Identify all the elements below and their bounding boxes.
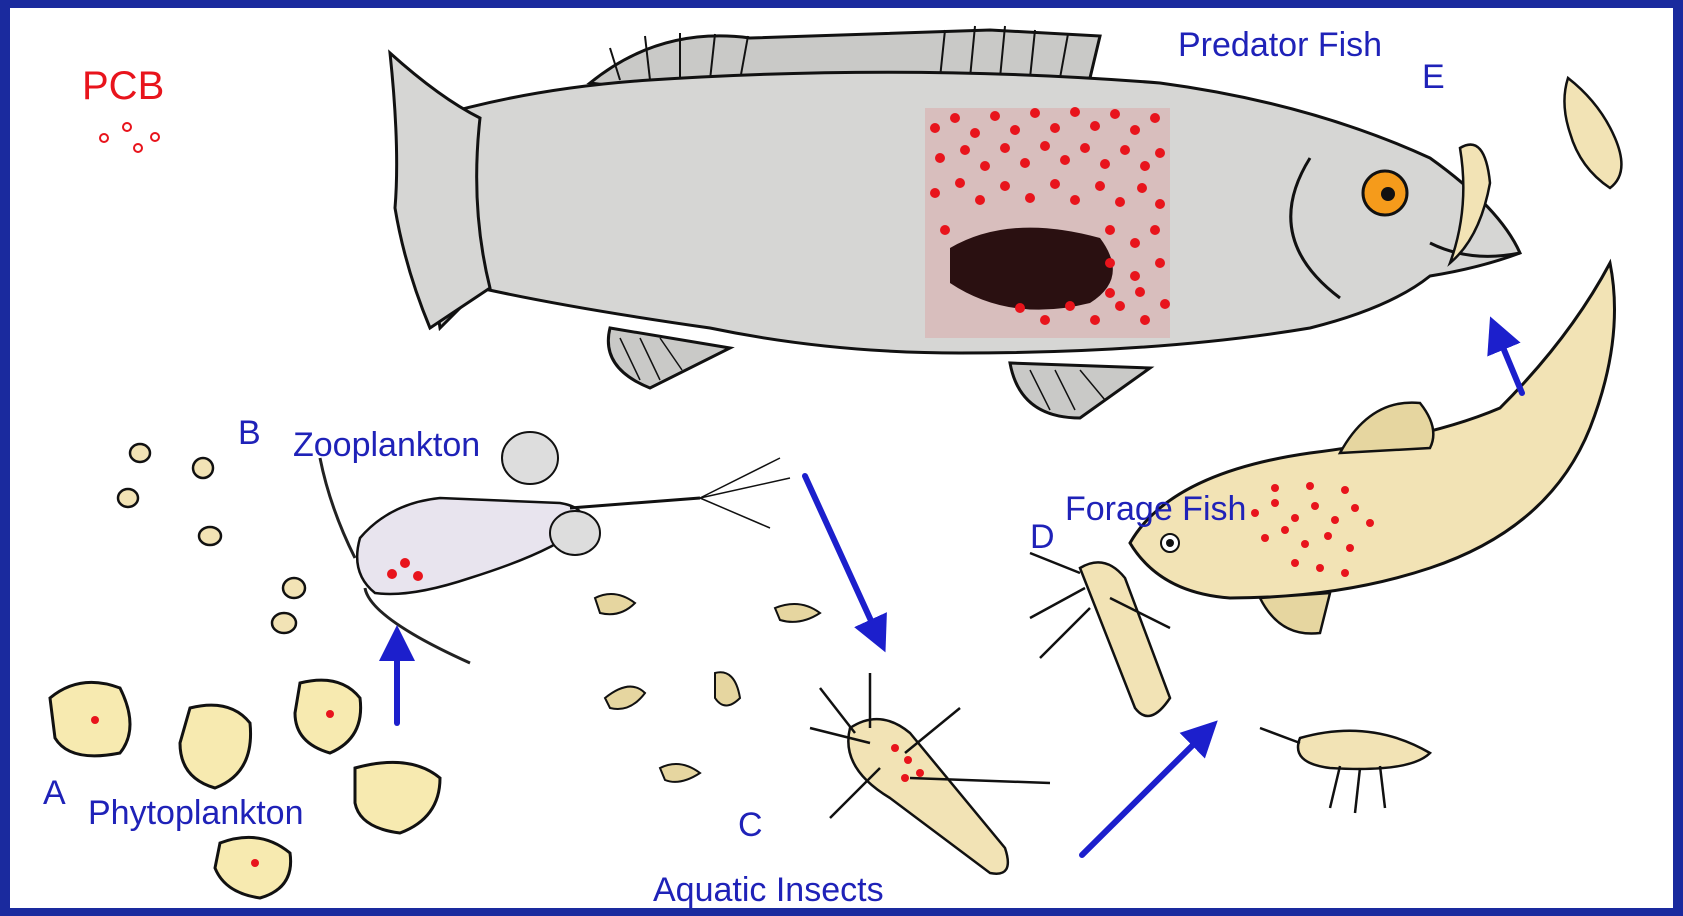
arrow-d-to-e (1497, 333, 1522, 393)
small-fish-icon (1564, 78, 1621, 188)
stage-letter-a: A (43, 776, 66, 810)
phytoplankton-cells (50, 680, 440, 898)
label-predator-fish: Predator Fish (1178, 28, 1382, 62)
stage-letter-c: C (738, 808, 763, 842)
aquatic-insect (810, 673, 1050, 874)
label-aquatic-insects: Aquatic Insects (653, 873, 884, 907)
small-plankton (118, 444, 305, 633)
pcb-legend-dots (100, 123, 159, 152)
predator-fish (390, 26, 1520, 418)
zooplankton (320, 432, 790, 663)
stage-letter-d: D (1030, 520, 1055, 554)
insect-being-eaten (1030, 553, 1170, 716)
stage-letter-b: B (238, 416, 261, 450)
pcb-legend-label: PCB (82, 66, 164, 106)
label-phytoplankton: Phytoplankton (88, 796, 304, 830)
arrow-c-to-d (1082, 733, 1205, 855)
flow-arrows (397, 333, 1522, 855)
label-forage-fish: Forage Fish (1065, 492, 1246, 526)
shrimp-insect (1260, 728, 1430, 813)
stage-letter-e: E (1422, 60, 1445, 94)
label-zooplankton: Zooplankton (293, 428, 480, 462)
predator-pcb-cluster (925, 107, 1170, 338)
diagram-canvas: PCB A B C D E Phytoplankton Zooplankton … (10, 8, 1673, 908)
food-chain-illustration (10, 8, 1673, 908)
small-insects (595, 594, 820, 782)
